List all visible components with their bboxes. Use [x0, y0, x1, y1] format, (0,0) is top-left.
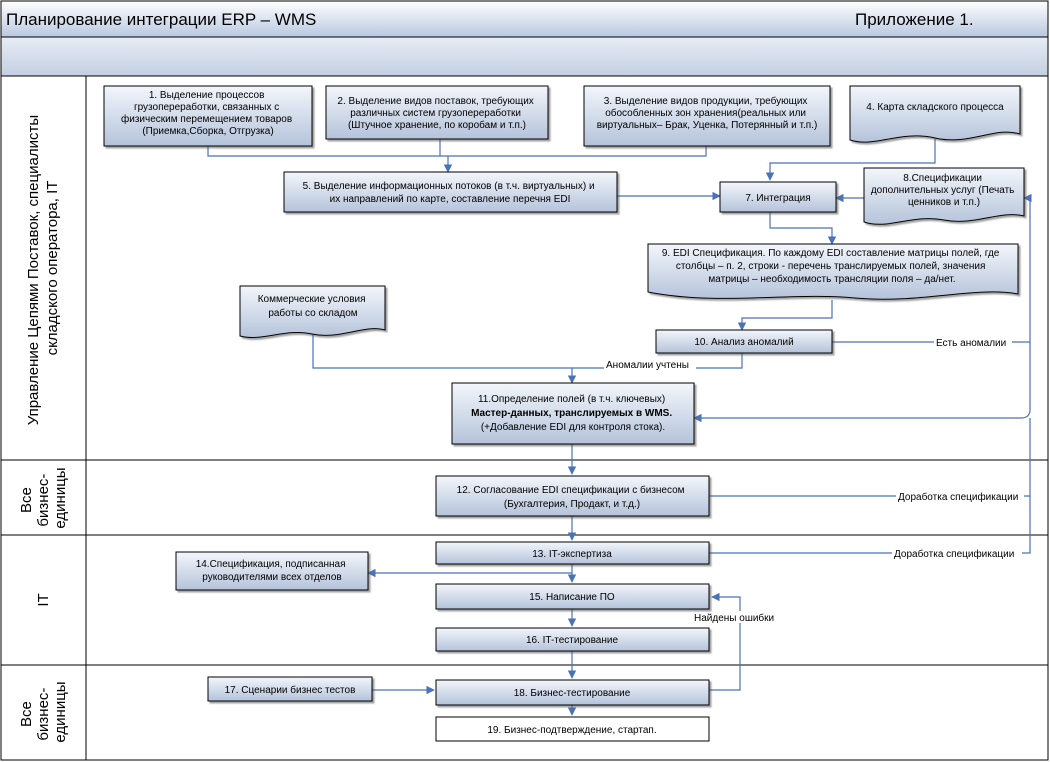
step-5-box[interactable]: 5. Выделение информационных потоков (в т… — [283, 171, 618, 213]
svg-text:18. Бизнес-тестирование: 18. Бизнес-тестирование — [514, 688, 631, 699]
svg-text:10. Анализ аномалий: 10. Анализ аномалий — [694, 337, 793, 348]
step-15-box[interactable]: 15. Написание ПО — [435, 583, 710, 610]
step-11-box[interactable]: 11.Определение полей (в т.ч. ключевых) М… — [451, 382, 695, 445]
step-14-box[interactable]: 14.Спецификация, подписанная руководител… — [175, 551, 369, 591]
connector-labels: Есть аномалии Аномалии учтены Доработка … — [604, 336, 1024, 624]
step-10-box[interactable]: 10. Анализ аномалий — [655, 329, 833, 354]
connectors — [207, 139, 1032, 716]
subheader-bar — [0, 36, 1049, 77]
step-13-box[interactable]: 13. IT-экспертиза — [435, 541, 710, 565]
svg-text:13. IT-экспертиза: 13. IT-экспертиза — [532, 549, 612, 560]
step-2-box[interactable]: 2. Выделение видов поставок, требующих р… — [325, 85, 549, 140]
process-boxes: 1. Выделение процессов грузопереработки,… — [103, 85, 1025, 742]
label-errors-found: Найдены ошибки — [694, 612, 774, 624]
svg-text:Коммерческие условия р: Коммерческие условия работы со складом — [258, 294, 369, 319]
step-16-box[interactable]: 16. IT-тестирование — [435, 627, 710, 652]
appendix-label: Приложение 1. — [855, 10, 974, 29]
svg-text:5. Выделение информационных по: 5. Выделение информационных потоков (в т… — [303, 180, 598, 205]
label-spec-rework-13: Доработка спецификации — [894, 548, 1014, 560]
svg-text:8.Спецификации дополни: 8.Спецификации дополнительных услуг (Печ… — [871, 172, 1017, 208]
step-1-box[interactable]: 1. Выделение процессов грузопереработки,… — [103, 85, 313, 147]
lane-title-it: IT — [35, 593, 52, 606]
lane-title-scm: Управление Цепями Поставок, специалисты … — [25, 111, 61, 426]
commercial-terms-document[interactable]: Коммерческие условия работы со складом — [239, 285, 386, 338]
svg-text:15. Написание ПО: 15. Написание ПО — [529, 592, 615, 603]
svg-text:19. Бизнес-подтверждение, стар: 19. Бизнес-подтверждение, стартап. — [487, 725, 656, 736]
lane-title-business-2: Все бизнес- единицы — [18, 681, 69, 742]
svg-text:3. Выделение видов продукции,: 3. Выделение видов продукции, требующих … — [597, 95, 818, 131]
step-19-box[interactable]: 19. Бизнес-подтверждение, стартап. — [435, 716, 710, 742]
svg-text:12. Согласование EDI специфика: 12. Согласование EDI спецификации с бизн… — [457, 484, 688, 510]
header-bar — [0, 0, 1049, 38]
svg-text:2. Выделение видов поставок, т: 2. Выделение видов поставок, требующих р… — [337, 95, 536, 131]
step-4-document[interactable]: 4. Карта складского процесса — [849, 85, 1021, 143]
svg-text:1. Выделение процессов: 1. Выделение процессов грузопереработки,… — [121, 90, 295, 137]
step-12-box[interactable]: 12. Согласование EDI спецификации с бизн… — [435, 475, 710, 517]
svg-text:16. IT-тестирование: 16. IT-тестирование — [526, 635, 619, 646]
step-8-document[interactable]: 8.Спецификации дополнительных услуг (Печ… — [863, 167, 1025, 225]
label-spec-rework-12: Доработка спецификации — [898, 491, 1018, 503]
step-3-box[interactable]: 3. Выделение видов продукции, требующих … — [583, 85, 831, 147]
svg-text:7. Интеграция: 7. Интеграция — [745, 193, 810, 204]
svg-text:4. Карта складского процесса: 4. Карта складского процесса — [866, 102, 1004, 113]
svg-text:9. EDI Спецификация. По каждом: 9. EDI Спецификация. По каждому EDI сост… — [662, 247, 1002, 285]
svg-text:17. Сценарии бизнес тестов: 17. Сценарии бизнес тестов — [225, 684, 356, 696]
step-17-box[interactable]: 17. Сценарии бизнес тестов — [207, 676, 373, 702]
lane-title-business-1: Все бизнес- единицы — [18, 467, 69, 528]
svg-text:14.Спецификация, подписанная: 14.Спецификация, подписанная руководител… — [196, 558, 349, 583]
label-anomalies-accounted: Аномалии учтены — [606, 360, 689, 371]
step-18-box[interactable]: 18. Бизнес-тестирование — [435, 679, 710, 706]
label-anomalies-yes: Есть аномалии — [936, 338, 1006, 349]
swimlanes — [0, 75, 1049, 761]
step-7-box[interactable]: 7. Интеграция — [719, 181, 837, 213]
diagram-title: Планирование интеграции ERP – WMS — [6, 10, 316, 29]
step-9-document[interactable]: 9. EDI Спецификация. По каждому EDI сост… — [647, 243, 1019, 300]
svg-text:11.Определение полей (в т.ч. к: 11.Определение полей (в т.ч. ключевых) М… — [471, 394, 675, 433]
